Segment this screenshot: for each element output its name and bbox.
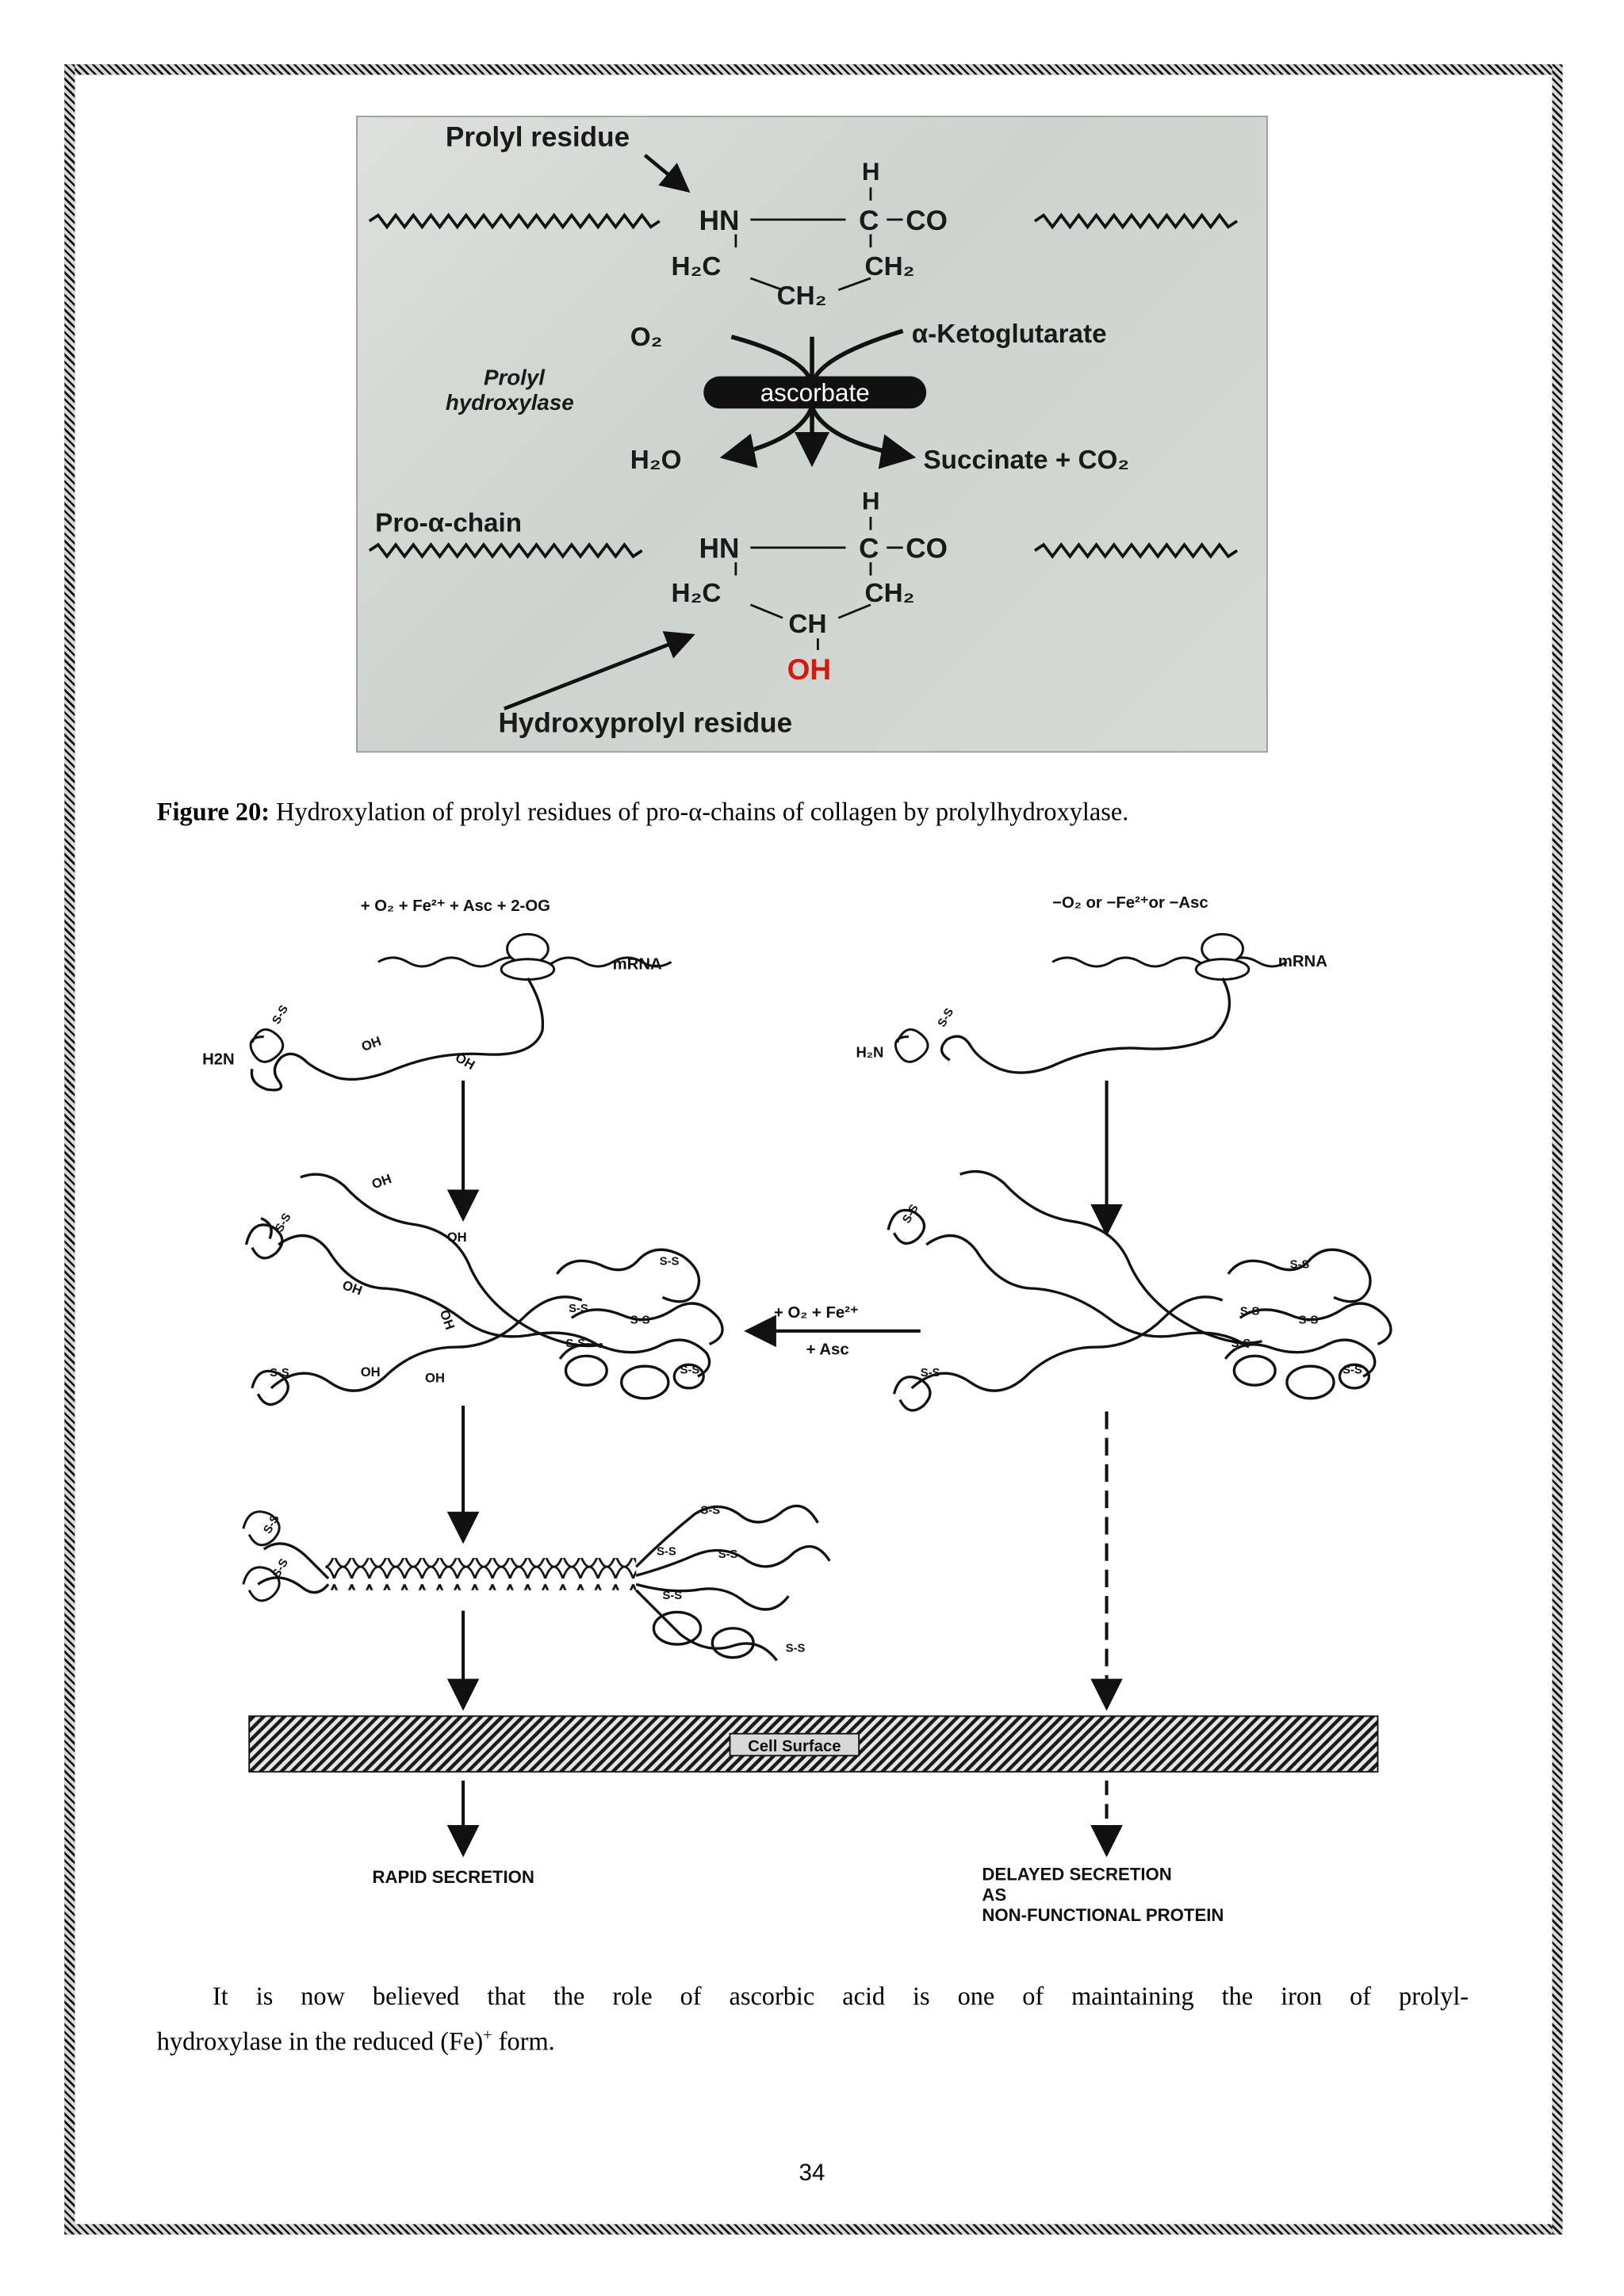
left-trimer-ss-5: S-S <box>630 1314 650 1327</box>
helix-ss-2: S-S <box>270 1557 291 1580</box>
right-procollagen-trimer <box>888 1172 1391 1410</box>
right-ribosome-bottom <box>1196 959 1249 980</box>
helix-ss-5: S-S <box>718 1548 738 1561</box>
left-trimer-ss-4: S-S <box>569 1303 588 1315</box>
left-trimer-oh-2: OH <box>447 1230 467 1245</box>
paragraph-line-2-end: form. <box>492 2026 555 2056</box>
right-ss-1: S-S <box>936 1006 956 1029</box>
paragraph-line-2: hydroxylase in the reduced (Fe)+ form. <box>157 2026 555 2056</box>
right-trimer-ss-7: S-S <box>1342 1364 1362 1376</box>
left-ss-1: S-S <box>270 1003 291 1026</box>
right-mrna-strand <box>1052 958 1287 966</box>
rescue-label-1: + O₂ + Fe²⁺ <box>774 1304 859 1322</box>
helix-ss-4: S-S <box>657 1545 676 1558</box>
collagen-secretion-diagram: + O₂ + Fe²⁺ + Asc + 2-OG −O₂ or −Fe²⁺or … <box>0 0 1624 1947</box>
left-condition: + O₂ + Fe²⁺ + Asc + 2-OG <box>361 897 550 915</box>
right-trimer-ss-6: S-S <box>1231 1337 1251 1350</box>
right-nascent-chain <box>941 978 1229 1073</box>
left-trimer-oh-6: OH <box>425 1370 445 1385</box>
rescue-label-2: + Asc <box>806 1341 849 1358</box>
page-number: 34 <box>0 2161 1624 2187</box>
superscript-plus: + <box>483 2026 492 2044</box>
left-nascent-chain <box>251 978 542 1090</box>
left-ribosome-bottom <box>501 959 554 980</box>
left-trimer-oh-5: OH <box>361 1364 381 1380</box>
delayed-secretion-label-1: DELAYED SECRETION <box>982 1864 1171 1884</box>
left-procollagen-trimer <box>247 1174 723 1404</box>
body-paragraph: It is now believed that the role of asco… <box>157 1976 1469 2061</box>
helix-ss-3: S-S <box>701 1505 721 1517</box>
left-trimer-ss-3: S-S <box>660 1256 680 1269</box>
paragraph-line-2-text: hydroxylase in the reduced (Fe) <box>157 2026 483 2056</box>
right-condition: −O₂ or −Fe²⁺or −Asc <box>1052 894 1208 912</box>
right-trimer-ss-3: S-S <box>1290 1258 1310 1271</box>
left-trimer-oh-1: OH <box>370 1171 393 1192</box>
helix-ss-7: S-S <box>786 1642 806 1655</box>
left-trimer-ss-2: S-S <box>270 1367 289 1380</box>
left-trimer-oh-4: OH <box>437 1308 458 1332</box>
left-oh-1: OH <box>359 1033 383 1054</box>
right-trimer-ss-5: S-S <box>1299 1314 1319 1327</box>
delayed-secretion-label-3: NON-FUNCTIONAL PROTEIN <box>982 1905 1224 1925</box>
left-trimer-oh-3: OH <box>340 1277 364 1298</box>
page-border-bottom <box>64 2224 1562 2234</box>
left-trimer-ss-7: S-S <box>680 1364 700 1376</box>
right-trimer-ss-2: S-S <box>921 1367 940 1380</box>
left-mrna-label: mRNA <box>613 956 662 974</box>
right-h2n: H₂N <box>856 1043 883 1060</box>
right-trimer-ss-4: S-S <box>1240 1306 1260 1318</box>
paragraph-line-1: It is now believed that the role of asco… <box>157 1976 1469 2016</box>
left-trimer-ss-6: S-S <box>565 1337 585 1350</box>
triple-helix-procollagen <box>243 1506 829 1660</box>
right-mrna-label: mRNA <box>1278 953 1327 970</box>
right-trimer-ss-1: S-S <box>901 1203 921 1226</box>
left-h2n: H2N <box>202 1051 235 1069</box>
cell-surface-label: Cell Surface <box>748 1738 841 1755</box>
rapid-secretion-label: RAPID SECRETION <box>372 1867 534 1887</box>
helix-ss-6: S-S <box>662 1590 682 1602</box>
delayed-secretion-label-2: AS <box>982 1885 1006 1904</box>
